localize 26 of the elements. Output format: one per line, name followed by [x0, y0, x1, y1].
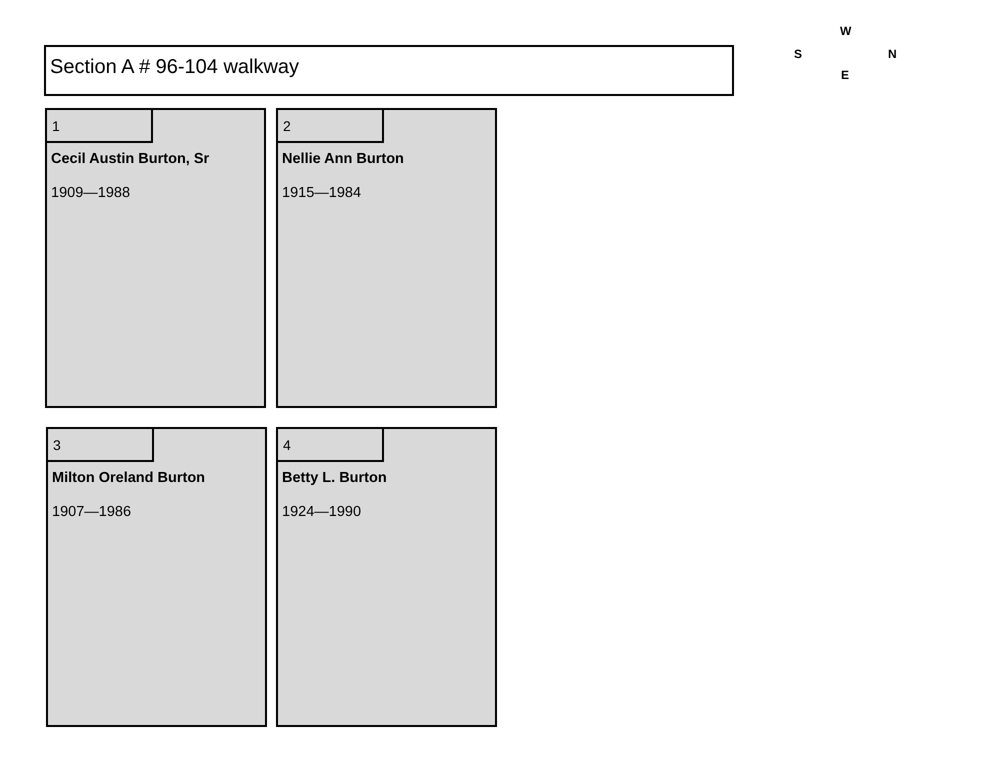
grave-plot — [46, 427, 267, 727]
person-name: Cecil Austin Burton, Sr — [51, 151, 210, 167]
section-title: Section A # 96-104 walkway — [50, 56, 300, 79]
person-name: Betty L. Burton — [282, 470, 387, 486]
plot-number: 4 — [283, 437, 291, 453]
life-dates: 1909—1988 — [51, 185, 130, 201]
compass-direction: E — [841, 68, 850, 82]
compass-direction: S — [794, 47, 802, 61]
section-title-box — [44, 45, 734, 96]
person-name: Milton Oreland Burton — [52, 470, 206, 486]
life-dates: 1907—1986 — [52, 504, 132, 520]
plot-number-tab — [48, 429, 154, 462]
grave-plot — [45, 108, 266, 408]
plot-number-tab — [278, 110, 384, 143]
plot-number: 3 — [53, 437, 61, 453]
compass-direction: W — [840, 24, 852, 38]
plot-number: 2 — [283, 118, 291, 134]
grave-plot — [276, 427, 497, 727]
plot-number-tab — [278, 429, 384, 462]
compass-direction: N — [888, 47, 897, 61]
person-name: Nellie Ann Burton — [282, 151, 404, 167]
life-dates: 1924—1990 — [282, 504, 362, 520]
grave-plot — [276, 108, 497, 408]
plot-number-tab — [47, 110, 153, 143]
life-dates: 1915—1984 — [282, 185, 362, 201]
plot-number: 1 — [52, 118, 60, 134]
